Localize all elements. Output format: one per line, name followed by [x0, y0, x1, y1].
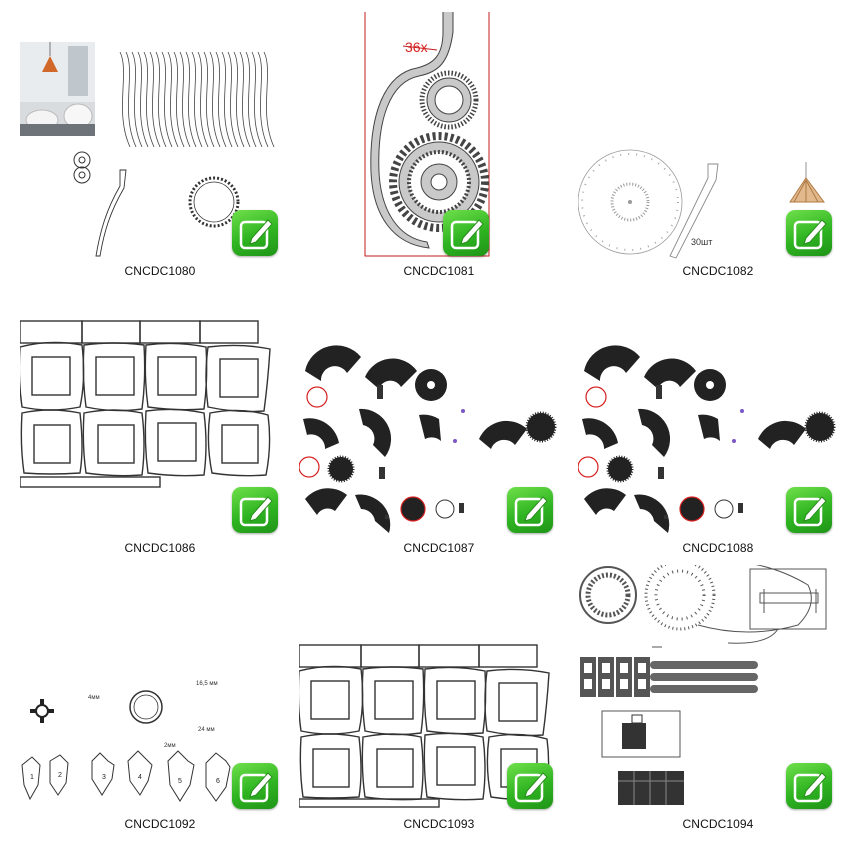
edit-badge[interactable]	[232, 487, 278, 533]
svg-text:2: 2	[58, 772, 62, 779]
pencil-icon	[793, 219, 827, 250]
thumbnail-1087[interactable]	[299, 289, 579, 549]
gallery-item-1086[interactable]: CNCDC1086	[20, 289, 300, 565]
pencil-icon	[239, 496, 273, 527]
thumbnail-1080[interactable]	[20, 12, 300, 272]
thumbnail-1081[interactable]: 36х	[299, 12, 579, 272]
gallery-item-1087[interactable]: CNCDC1087	[299, 289, 579, 565]
thumbnail-1094[interactable]	[578, 565, 853, 825]
svg-text:4мм: 4мм	[88, 695, 100, 701]
thumbnail-1092[interactable]: 4мм 16,5 мм 24 мм 2мм 1 2 3 4 5 6	[20, 565, 300, 825]
pencil-icon	[793, 772, 827, 803]
edit-badge[interactable]	[786, 487, 832, 533]
svg-text:5: 5	[178, 778, 182, 785]
item-code: CNCDC1093	[403, 817, 475, 831]
edit-badge[interactable]	[786, 210, 832, 256]
item-code: CNCDC1088	[682, 541, 754, 555]
pencil-icon	[450, 219, 484, 250]
edit-badge[interactable]	[232, 763, 278, 809]
item-code: CNCDC1094	[682, 817, 754, 831]
gallery-item-1093[interactable]: CNCDC1093	[299, 565, 579, 841]
gallery-item-1081[interactable]: 36х CNCDC1081	[299, 12, 579, 288]
pencil-icon	[793, 496, 827, 527]
edit-badge[interactable]	[232, 210, 278, 256]
svg-text:4: 4	[138, 774, 142, 781]
edit-badge[interactable]	[507, 763, 553, 809]
svg-text:1: 1	[30, 774, 34, 781]
gallery-item-1094[interactable]: CNCDC1094	[578, 565, 853, 841]
edit-badge[interactable]	[786, 763, 832, 809]
gallery-item-1080[interactable]: CNCDC1080	[20, 12, 300, 288]
item-code: CNCDC1081	[403, 264, 475, 278]
thumbnail-1082[interactable]: 30шт	[578, 12, 853, 272]
item-code: CNCDC1082	[682, 264, 754, 278]
quantity-annotation: 30шт	[691, 237, 712, 247]
pencil-icon	[239, 772, 273, 803]
gallery-item-1088[interactable]: CNCDC1088	[578, 289, 853, 565]
edit-badge[interactable]	[507, 487, 553, 533]
gallery-item-1092[interactable]: 4мм 16,5 мм 24 мм 2мм 1 2 3 4 5 6	[20, 565, 300, 841]
thumbnail-1088[interactable]	[578, 289, 853, 549]
pencil-icon	[514, 772, 548, 803]
item-code: CNCDC1080	[124, 264, 196, 278]
thumbnail-1086[interactable]	[20, 289, 300, 549]
svg-text:24 мм: 24 мм	[198, 727, 215, 733]
gallery-item-1082[interactable]: 30шт CNCDC1082	[578, 12, 853, 288]
quantity-annotation: 36х	[405, 39, 428, 55]
svg-text:2мм: 2мм	[164, 743, 176, 749]
item-code: CNCDC1086	[124, 541, 196, 555]
svg-text:6: 6	[216, 778, 220, 785]
item-code: CNCDC1087	[403, 541, 475, 555]
pencil-icon	[239, 219, 273, 250]
svg-text:3: 3	[102, 774, 106, 781]
svg-text:16,5 мм: 16,5 мм	[196, 681, 218, 687]
edit-badge[interactable]	[443, 210, 489, 256]
item-code: CNCDC1092	[124, 817, 196, 831]
pencil-icon	[514, 496, 548, 527]
